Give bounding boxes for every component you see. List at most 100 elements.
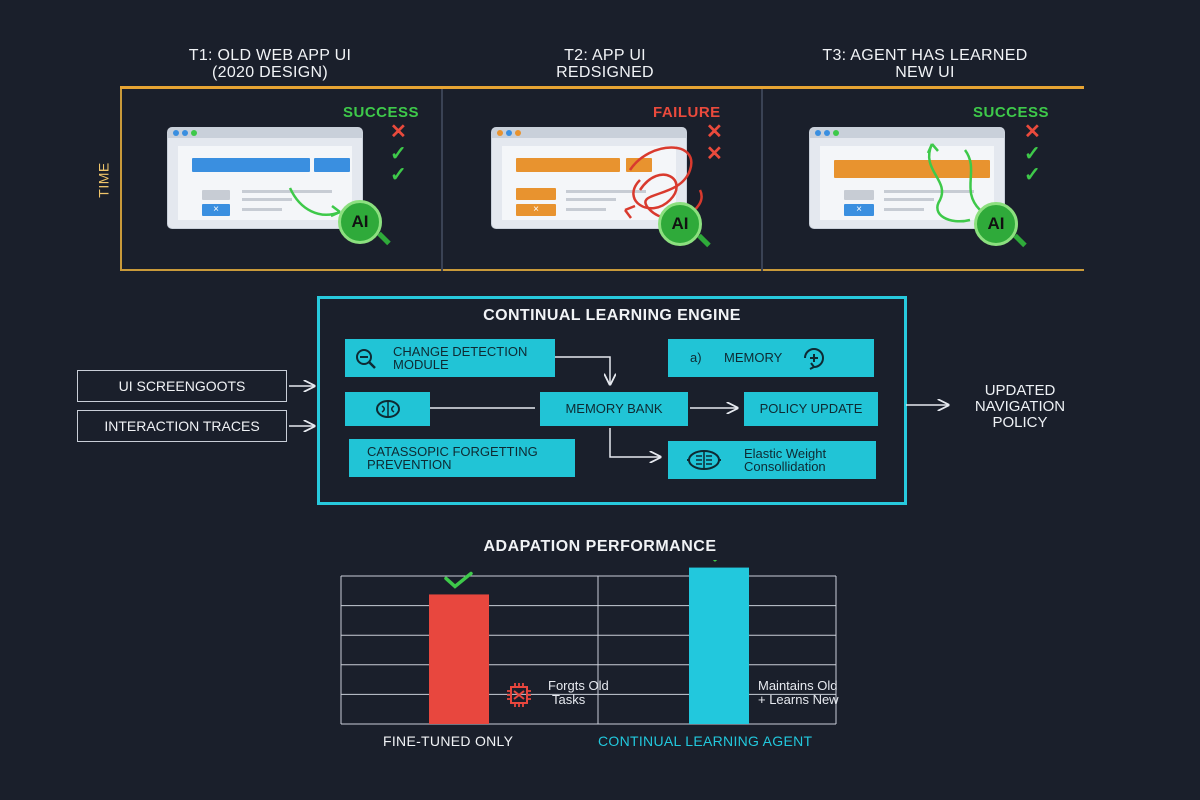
phase-2-mark-1: ✕ — [706, 121, 723, 143]
input-ui-screenshots: UI SCREENGOOTS — [77, 370, 287, 402]
phase-3-learned-paths — [926, 143, 981, 223]
phase-1-ai-badge: AI — [338, 200, 382, 244]
browser-content: × — [178, 146, 352, 220]
check-icon — [444, 571, 473, 589]
browser-titlebar — [810, 128, 1004, 138]
browser-dot-icon — [182, 130, 188, 136]
phase-3-ai-badge: AI — [974, 202, 1018, 246]
output-line2: NAVIGATION — [974, 398, 1066, 415]
output-line1: UPDATED — [984, 382, 1056, 399]
browser-dot-icon — [497, 130, 503, 136]
mock-orange-block — [516, 188, 556, 200]
phase-3-title-line1: T3: AGENT HAS LEARNED — [822, 47, 1028, 64]
phase-1-mark-3: ✓ — [390, 164, 407, 186]
right-annot-line1: Maintains Old — [758, 678, 838, 693]
forgetting-line2: PREVENTION — [367, 457, 452, 472]
mock-line — [884, 198, 934, 201]
phase-3-title-line2: NEW UI — [895, 64, 955, 81]
mock-grey-block — [202, 190, 230, 200]
mock-line — [566, 198, 616, 201]
browser-content: × — [820, 146, 994, 220]
timeline-bottom-border — [120, 269, 1084, 271]
mock-line — [566, 208, 606, 211]
mock-line — [242, 190, 332, 193]
bar-fine-tuned — [429, 594, 489, 724]
left-annotation: Forgts Old Tasks — [548, 679, 609, 707]
ewc-line1: Elastic Weight — [744, 446, 827, 461]
category-label-fine-tuned: FINE-TUNED ONLY — [383, 733, 514, 749]
memory-module: a) MEMORY — [668, 339, 874, 377]
right-annotation: Maintains Old + Learns New — [758, 679, 839, 707]
magnifier-minus-icon — [356, 349, 376, 369]
mock-close-button: × — [844, 204, 874, 216]
ewc-module: Elastic Weight Consollidation — [668, 441, 876, 479]
continual-learning-engine: CONTINUAL LEARNING ENGINE CHANGE DETECTI… — [317, 296, 907, 505]
chart-title: ADAPATION PERFORMANCE — [483, 538, 717, 555]
brain-chip-icon — [687, 450, 721, 470]
browser-titlebar — [492, 128, 686, 138]
browser-dot-icon — [815, 130, 821, 136]
phase-3-mark-2: ✓ — [1024, 143, 1041, 165]
ewc-line2: Consollidation — [744, 459, 826, 474]
mock-line — [884, 190, 974, 193]
bar-continual — [689, 567, 749, 724]
refresh-plus-icon — [804, 348, 824, 370]
engine-title: CONTINUAL LEARNING ENGINE — [483, 307, 741, 324]
browser-dot-icon — [506, 130, 512, 136]
forgetting-prevention: CATASSOPIC FORGETTING PREVENTION — [349, 439, 575, 477]
input-interaction-traces: INTERACTION TRACES — [77, 410, 287, 442]
phase-3-mark-3: ✓ — [1024, 164, 1041, 186]
phase-1-browser-mockup: × — [168, 128, 362, 228]
mock-header-bar — [516, 158, 620, 172]
change-detection-module: CHANGE DETECTION MODULE — [345, 339, 555, 377]
change-detection-line1: CHANGE DETECTION — [393, 344, 528, 359]
input-interaction-traces-label: INTERACTION TRACES — [104, 418, 260, 434]
phase-1-status: SUCCESS — [343, 104, 420, 121]
forgetting-line1: CATASSOPIC FORGETTING — [367, 444, 538, 459]
mock-line — [242, 198, 292, 201]
output-line3: POLICY — [992, 414, 1048, 431]
phase-2-status: FAILURE — [653, 104, 721, 121]
phase-1-title: T1: OLD WEB APP UI (2020 DESIGN) — [150, 47, 390, 81]
left-annot-line2: Tasks — [552, 692, 586, 707]
phase-2-mark-2: ✕ — [706, 143, 723, 165]
phase-1-title-line2: (2020 DESIGN) — [212, 64, 328, 81]
timeline-left-border — [120, 89, 122, 271]
phase-1-mark-1: ✕ — [390, 121, 407, 143]
input-ui-screenshots-label: UI SCREENGOOTS — [118, 378, 246, 394]
mock-side-bar — [314, 158, 350, 172]
category-label-continual: CONTINUAL LEARNING AGENT — [598, 733, 813, 749]
phase-3-title: T3: AGENT HAS LEARNED NEW UI — [790, 47, 1060, 81]
phase-3-status: SUCCESS — [973, 104, 1050, 121]
left-annot-line1: Forgts Old — [548, 678, 609, 693]
mock-grey-block — [844, 190, 874, 200]
memory-bank: MEMORY BANK — [540, 392, 688, 426]
browser-dot-icon — [824, 130, 830, 136]
browser-titlebar — [168, 128, 362, 138]
performance-chart — [340, 560, 837, 725]
phase-2-title: T2: APP UI REDSIGNED — [490, 47, 720, 81]
mock-line — [884, 208, 924, 211]
phase-1-success-arrow — [288, 187, 341, 218]
policy-update: POLICY UPDATE — [744, 392, 878, 426]
mock-close-button: × — [202, 204, 230, 216]
browser-dot-icon — [833, 130, 839, 136]
mock-header-bar — [192, 158, 310, 172]
phase-divider-2 — [761, 89, 763, 271]
mock-line — [566, 190, 646, 193]
broken-chip-icon — [507, 683, 531, 707]
phase-1-title-line1: T1: OLD WEB APP UI — [188, 47, 352, 64]
brain-module — [345, 392, 430, 426]
change-detection-line2: MODULE — [393, 357, 449, 372]
browser-dot-icon — [173, 130, 179, 136]
mock-line — [242, 208, 282, 211]
phase-divider-1 — [441, 89, 443, 271]
phase-2-ai-badge: AI — [658, 202, 702, 246]
right-annot-line2: + Learns New — [758, 692, 839, 707]
memory-label: MEMORY — [724, 350, 783, 365]
brain-icon — [376, 400, 400, 418]
mock-close-button: × — [516, 204, 556, 216]
timeline-panel — [120, 86, 1084, 271]
phase-2-title-line2: REDSIGNED — [556, 64, 654, 81]
